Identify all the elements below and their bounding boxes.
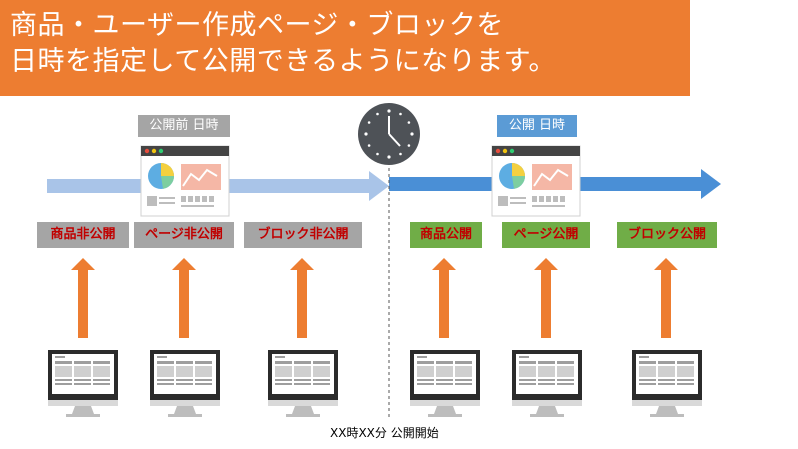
arrow-up-icon bbox=[654, 258, 678, 338]
header-line-2: 日時を指定して公開できるようになります。 bbox=[10, 46, 556, 77]
arrow-up-icon bbox=[71, 258, 95, 338]
desktop-monitor-icon bbox=[48, 350, 118, 417]
arrow-up-icon bbox=[534, 258, 558, 338]
status-page-public: ページ公開 bbox=[502, 222, 590, 248]
status-product-public: 商品公開 bbox=[410, 222, 482, 248]
web-page-icon bbox=[140, 145, 230, 217]
publish-label: 公開 日時 bbox=[497, 115, 577, 137]
arrow-up-icon bbox=[290, 258, 314, 338]
before-publish-label: 公開前 日時 bbox=[138, 115, 230, 137]
desktop-monitor-icon bbox=[268, 350, 338, 417]
web-page-icon bbox=[491, 145, 581, 217]
status-block-hidden: ブロック非公開 bbox=[244, 222, 362, 248]
desktop-monitor-icon bbox=[632, 350, 702, 417]
arrow-up-icon bbox=[432, 258, 456, 338]
clock-icon bbox=[358, 103, 420, 165]
header-line-1: 商品・ユーザー作成ページ・ブロックを bbox=[10, 10, 504, 41]
desktop-monitor-icon bbox=[512, 350, 582, 417]
status-block-public: ブロック公開 bbox=[617, 222, 717, 248]
header-banner: 商品・ユーザー作成ページ・ブロックを 日時を指定して公開できるようになります。 bbox=[0, 0, 690, 96]
desktop-monitor-icon bbox=[150, 350, 220, 417]
status-page-hidden: ページ非公開 bbox=[134, 222, 234, 248]
publish-start-time: XX時XX分 公開開始 bbox=[330, 426, 439, 440]
arrow-up-icon bbox=[172, 258, 196, 338]
desktop-monitor-icon bbox=[410, 350, 480, 417]
status-product-hidden: 商品非公開 bbox=[37, 222, 129, 248]
